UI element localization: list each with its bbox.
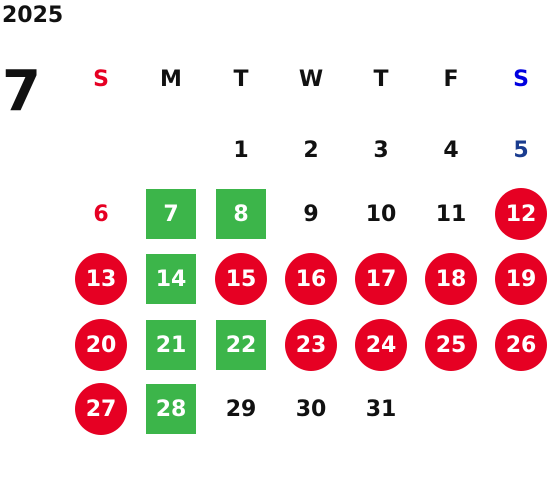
day-cell-25[interactable]: 25 [425, 319, 477, 371]
calendar-year: 2025 [2, 3, 64, 28]
day-cell-17[interactable]: 17 [355, 253, 407, 305]
day-cell-22[interactable]: 22 [216, 320, 266, 370]
day-cell-5[interactable]: 5 [513, 137, 529, 163]
day-cell-16[interactable]: 16 [285, 253, 337, 305]
day-cell-8[interactable]: 8 [216, 189, 266, 239]
weekday-sun: S [93, 67, 109, 92]
day-cell-10[interactable]: 10 [365, 201, 397, 227]
weekday-thu: T [373, 67, 389, 92]
day-cell-4[interactable]: 4 [443, 137, 459, 163]
day-cell-24[interactable]: 24 [355, 319, 407, 371]
weekday-sat: S [513, 67, 529, 92]
day-cell-29[interactable]: 29 [225, 396, 257, 422]
day-cell-27[interactable]: 27 [75, 383, 127, 435]
day-cell-19[interactable]: 19 [495, 253, 547, 305]
day-cell-12[interactable]: 12 [495, 188, 547, 240]
weekday-tue: T [233, 67, 249, 92]
weekday-fri: F [443, 67, 459, 92]
day-cell-23[interactable]: 23 [285, 319, 337, 371]
day-cell-28[interactable]: 28 [146, 384, 196, 434]
day-cell-13[interactable]: 13 [75, 253, 127, 305]
day-cell-1[interactable]: 1 [233, 137, 249, 163]
day-cell-7[interactable]: 7 [146, 189, 196, 239]
day-cell-20[interactable]: 20 [75, 319, 127, 371]
day-cell-6[interactable]: 6 [93, 201, 109, 227]
day-cell-30[interactable]: 30 [295, 396, 327, 422]
day-cell-14[interactable]: 14 [146, 254, 196, 304]
day-cell-2[interactable]: 2 [303, 137, 319, 163]
day-cell-18[interactable]: 18 [425, 253, 477, 305]
day-cell-31[interactable]: 31 [365, 396, 397, 422]
day-cell-15[interactable]: 15 [215, 253, 267, 305]
day-cell-3[interactable]: 3 [373, 137, 389, 163]
weekday-wed: W [298, 67, 324, 92]
day-cell-21[interactable]: 21 [146, 320, 196, 370]
calendar-month: 7 [2, 59, 41, 124]
day-cell-26[interactable]: 26 [495, 319, 547, 371]
day-cell-11[interactable]: 11 [435, 201, 467, 227]
weekday-mon: M [160, 67, 182, 92]
day-cell-9[interactable]: 9 [303, 201, 319, 227]
